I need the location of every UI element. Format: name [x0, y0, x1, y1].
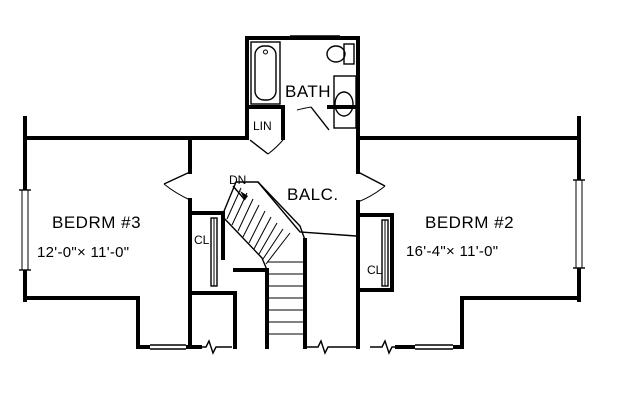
interior-walls — [188, 140, 394, 349]
bath-label: BATH — [285, 82, 331, 101]
stair-down-label: DN — [229, 173, 246, 187]
bedroom3-door — [163, 171, 191, 201]
bedroom3-name: BEDRM #3 — [52, 213, 141, 232]
bedroom2-name: BEDRM #2 — [425, 213, 514, 232]
balcony-label: BALC. — [287, 185, 339, 204]
toilet — [326, 43, 355, 65]
closet-left-doors — [210, 217, 218, 287]
bedroom2-dimensions: 16'-4"× 11'-0" — [406, 243, 498, 260]
closet-left-label: CL — [194, 233, 210, 247]
vanity-sink — [333, 75, 357, 129]
break-lines — [200, 339, 397, 355]
staircase — [221, 181, 357, 335]
bathtub — [250, 41, 281, 105]
bath-door — [296, 106, 330, 131]
linen-door — [249, 139, 284, 155]
windows — [19, 179, 585, 351]
closet-right-label: CL — [367, 263, 383, 277]
bedroom3-dimensions: 12'-0"× 11'-0" — [37, 244, 129, 261]
linen-closet-label: LIN — [253, 119, 272, 133]
closet-right-doors — [381, 219, 389, 287]
bedroom2-door — [357, 171, 386, 203]
